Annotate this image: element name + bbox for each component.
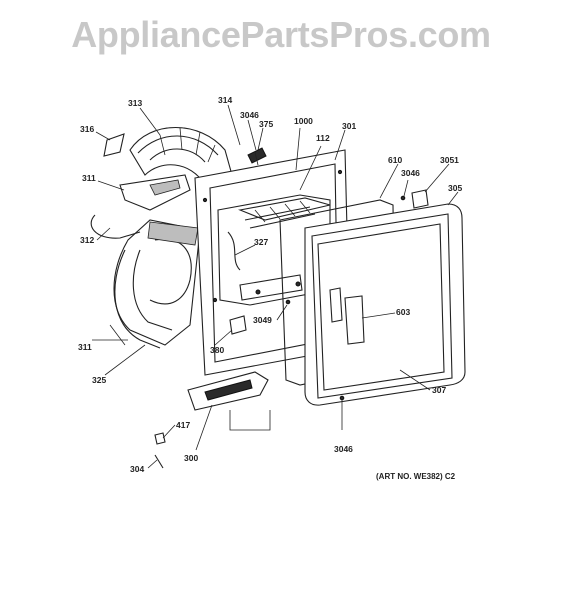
watermark-text: AppliancePartsPros.com <box>71 14 491 55</box>
callout-312: 312 <box>80 235 94 245</box>
callout-3046-bottom: 3046 <box>334 444 353 454</box>
callout-314: 314 <box>218 95 232 105</box>
callout-3046-top: 3046 <box>240 110 259 120</box>
callout-325: 325 <box>92 375 106 385</box>
callout-417: 417 <box>176 420 190 430</box>
callout-311-bottom: 311 <box>78 342 92 352</box>
leader-lines <box>92 104 459 469</box>
callout-3046-hinge: 3046 <box>401 168 420 178</box>
callout-316: 316 <box>80 124 94 134</box>
callout-375: 375 <box>259 119 273 129</box>
callout-305: 305 <box>448 183 462 193</box>
top-screw-assembly <box>247 147 267 166</box>
callout-603: 603 <box>396 307 410 317</box>
callout-labels: 313 314 3046 375 1000 301 316 112 610 30… <box>78 95 462 474</box>
callout-3049: 3049 <box>253 315 272 325</box>
callout-313: 313 <box>128 98 142 108</box>
callout-1000: 1000 <box>294 116 313 126</box>
door-assembly <box>279 189 466 406</box>
callout-307: 307 <box>432 385 446 395</box>
art-number: (ART NO. WE382) C2 <box>376 472 456 481</box>
callout-112: 112 <box>316 133 330 143</box>
callout-380: 380 <box>210 345 224 355</box>
callout-301: 301 <box>342 121 356 131</box>
callout-304: 304 <box>130 464 144 474</box>
callout-327: 327 <box>254 237 268 247</box>
callout-3051: 3051 <box>440 155 459 165</box>
callout-311-top: 311 <box>82 173 96 183</box>
callout-610: 610 <box>388 155 402 165</box>
fasteners-bottom <box>154 432 166 469</box>
callout-300: 300 <box>184 453 198 463</box>
knob-380 <box>229 315 247 335</box>
toe-panel <box>187 371 271 431</box>
